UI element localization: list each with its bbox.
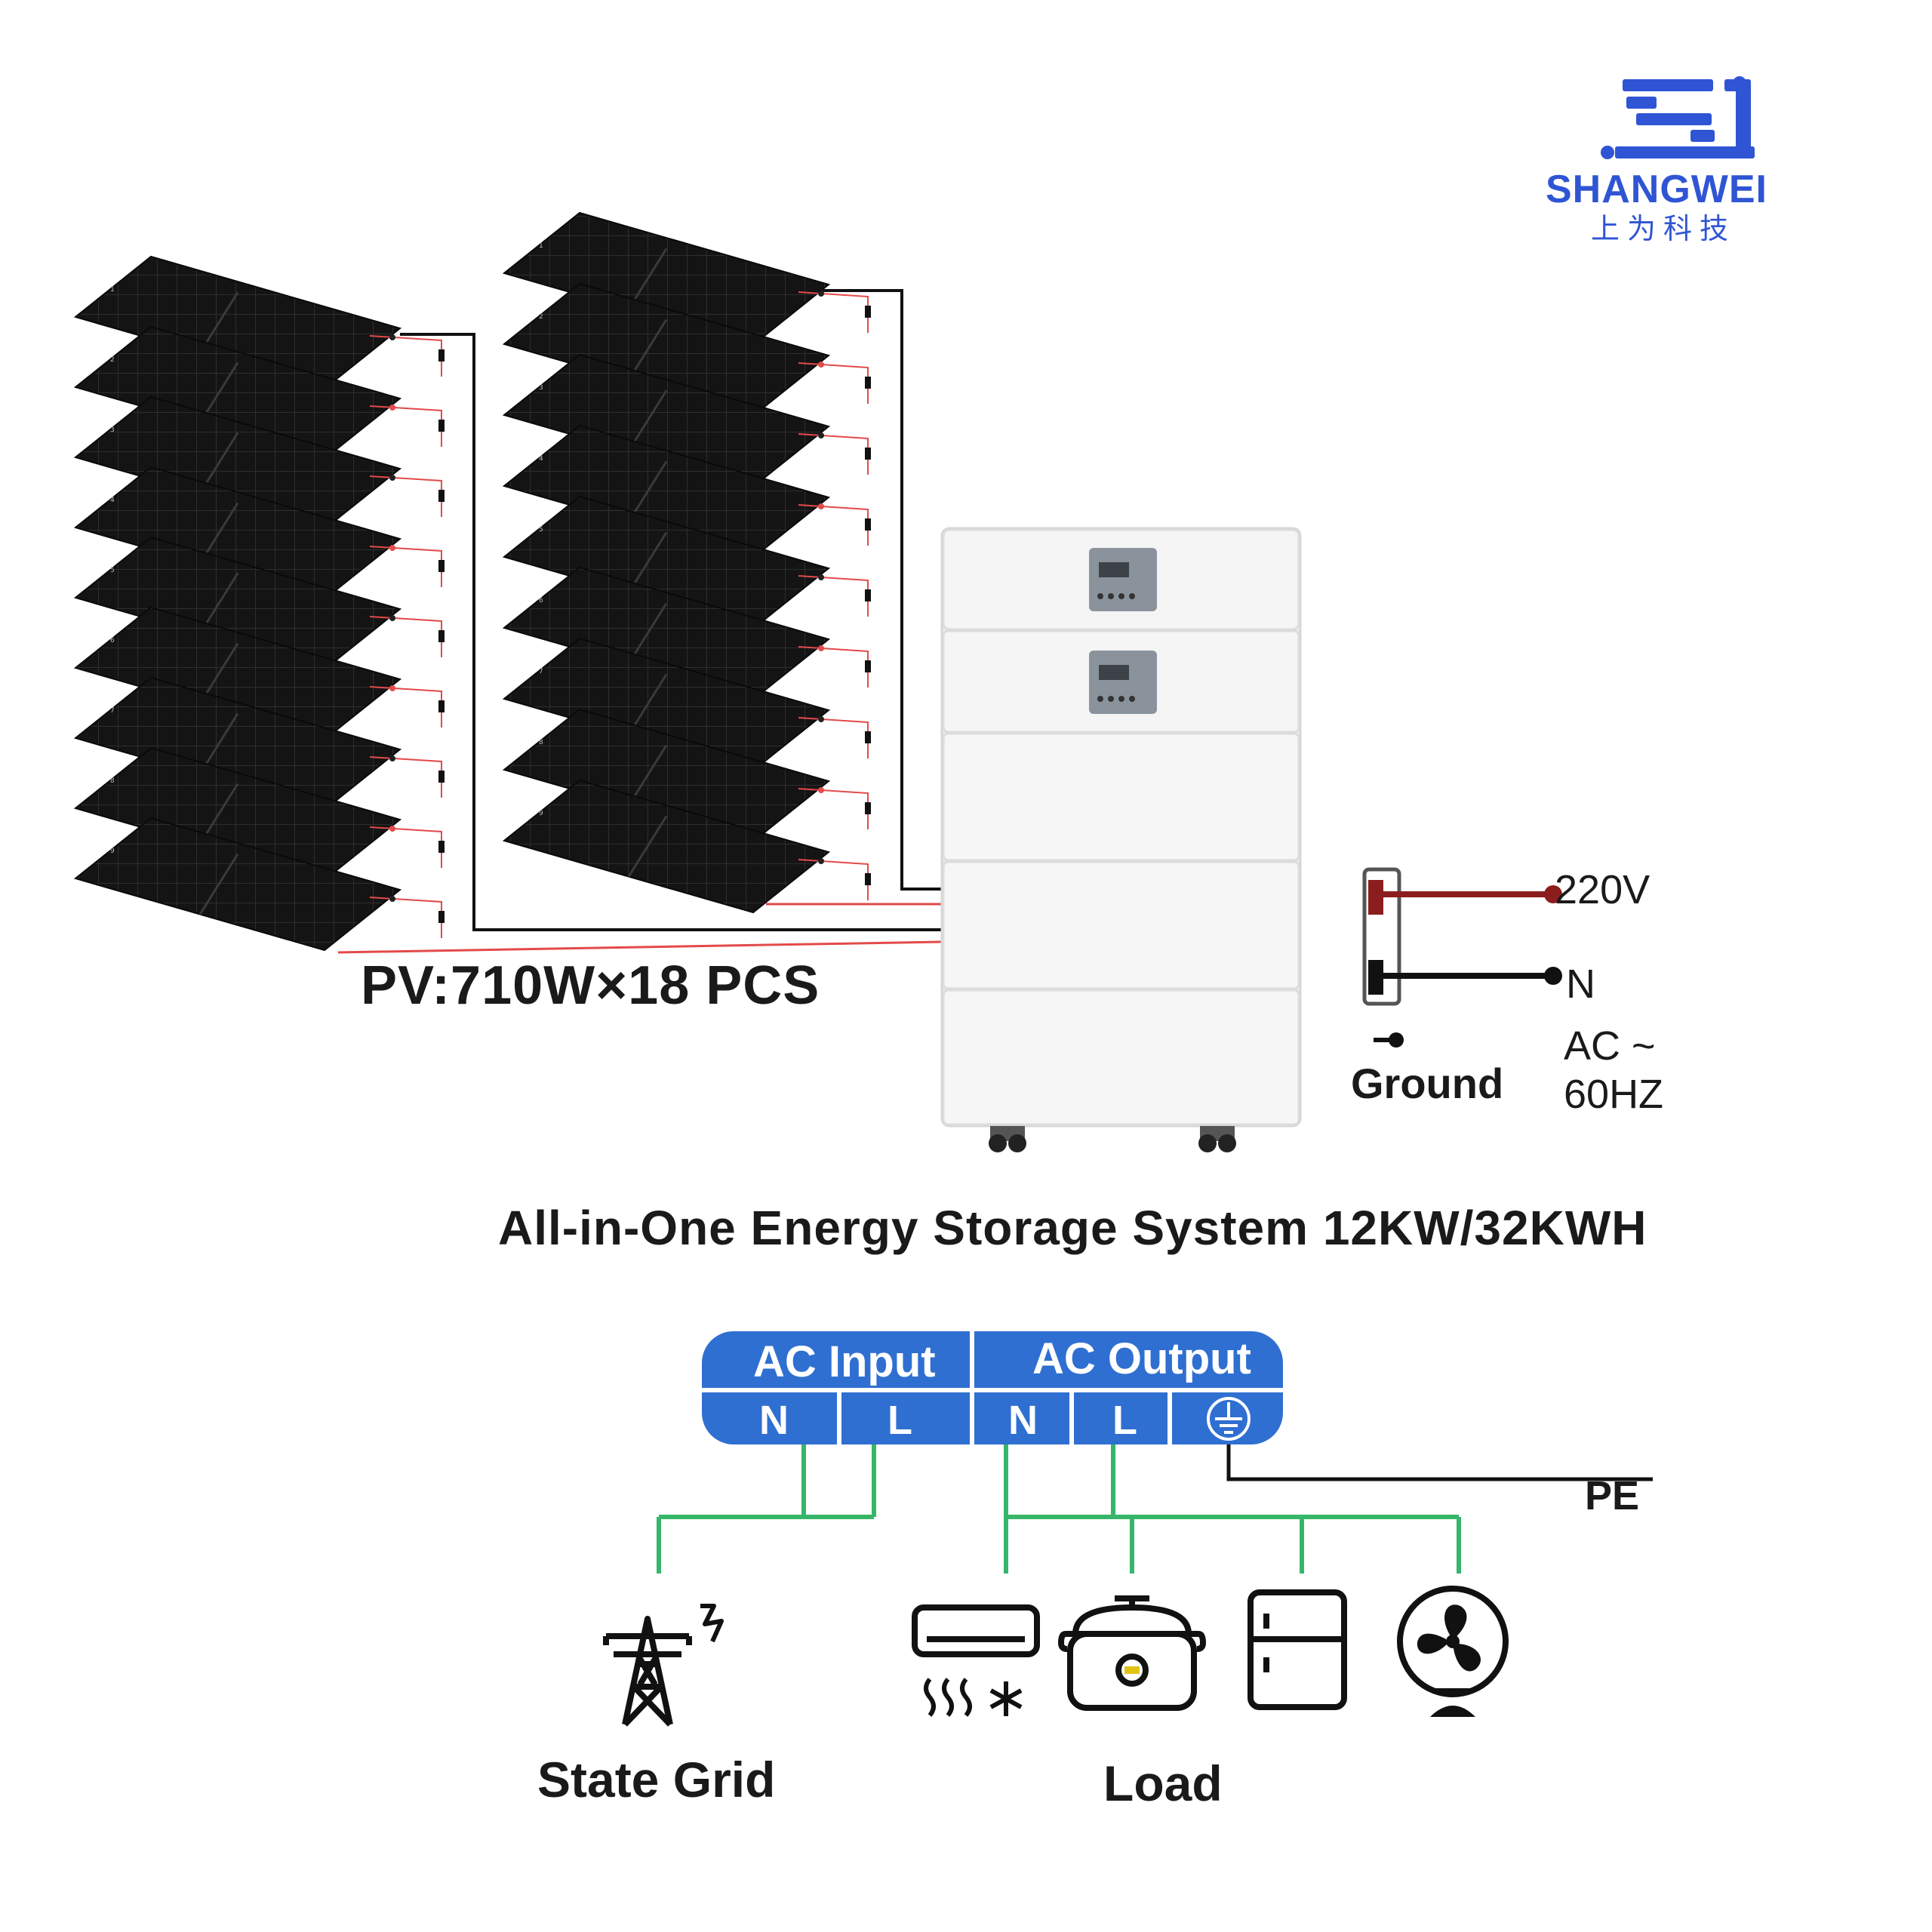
battery-module-3 — [942, 989, 1300, 1126]
panel-number: 9 — [110, 848, 115, 855]
panel-number: 7 — [539, 668, 543, 675]
fan-icon — [1397, 1586, 1509, 1717]
panel-number: 4 — [110, 497, 115, 504]
panel-number: 5 — [110, 567, 115, 574]
dc-cable-left-red — [337, 940, 943, 954]
panel-number: 4 — [539, 455, 543, 463]
live-terminal — [1368, 880, 1383, 915]
load-label: Load — [1103, 1755, 1223, 1811]
panel-number: 2 — [110, 356, 115, 364]
panel-number: 9 — [539, 810, 543, 817]
ac-socket — [1362, 867, 1562, 1048]
panel-number: 1 — [539, 242, 543, 250]
dc-cable-left-black — [400, 333, 942, 931]
caster-wheel-right — [1198, 1126, 1236, 1152]
panel-number: 8 — [110, 777, 115, 785]
battery-module-1 — [942, 732, 1300, 862]
solar-panel: 9 — [502, 779, 871, 914]
panel-number: 3 — [110, 426, 115, 434]
pv-array-left: 1 2 3 4 5 6 7 8 9 — [73, 255, 445, 952]
ac-output-header: AC Output — [1032, 1334, 1251, 1383]
input-terminal-l: L — [888, 1398, 912, 1443]
control-display-2 — [1089, 651, 1157, 714]
system-title: All-in-One Energy Storage System 12KW/32… — [498, 1201, 1647, 1255]
pv-spec-label: PV:710W×18 PCS — [361, 955, 820, 1016]
panel-number: 6 — [539, 597, 543, 605]
ground-label: Ground — [1351, 1060, 1504, 1107]
panel-number: 3 — [539, 384, 543, 392]
panel-number: 2 — [539, 313, 543, 321]
rice-cooker-icon — [1058, 1595, 1206, 1711]
energy-storage-cabinet — [940, 527, 1302, 1152]
control-display-1 — [1089, 548, 1157, 611]
panel-number: 6 — [110, 637, 115, 645]
earth-ground-icon — [1207, 1397, 1251, 1441]
dc-cable-right-black — [823, 289, 942, 891]
panel-number: 5 — [539, 526, 543, 534]
air-conditioner-icon — [912, 1604, 1040, 1717]
panel-number: 8 — [539, 739, 543, 746]
neutral-terminal — [1368, 960, 1383, 995]
solar-panel: 9 — [73, 817, 445, 952]
panel-number: 7 — [110, 707, 115, 715]
pe-wire — [1226, 1444, 1653, 1481]
ac-frequency-label: AC ~ 60HZ — [1564, 1023, 1663, 1118]
ac-frequency-line2: 60HZ — [1564, 1071, 1664, 1117]
caster-wheel-left — [989, 1126, 1026, 1152]
input-terminal-n: N — [759, 1398, 789, 1443]
battery-module-2 — [942, 860, 1300, 990]
ground-connector-icon — [1374, 1032, 1404, 1048]
state-grid-label: State Grid — [537, 1752, 776, 1807]
pv-array-right: 1 2 3 4 5 6 7 8 9 — [502, 211, 871, 914]
brand-name-cn: 上为科技 — [1591, 214, 1737, 245]
solar-panel: 7 — [73, 676, 445, 811]
ac-frequency-line1: AC ~ — [1564, 1023, 1656, 1069]
pe-label: PE — [1585, 1473, 1640, 1518]
terminal-block — [702, 1331, 1283, 1444]
solar-panel: 6 — [73, 606, 445, 741]
live-voltage-label: 220V — [1555, 867, 1651, 912]
ac-wiring — [657, 1444, 1461, 1574]
ac-input-header: AC Input — [753, 1337, 936, 1386]
transmission-tower-icon — [603, 1604, 724, 1727]
brand-name: SHANGWEI — [1546, 168, 1767, 211]
refrigerator-icon — [1247, 1589, 1347, 1710]
panel-number: 1 — [110, 286, 115, 294]
neutral-label: N — [1566, 961, 1595, 1007]
output-terminal-l: L — [1112, 1398, 1137, 1443]
output-terminal-n: N — [1008, 1398, 1038, 1443]
